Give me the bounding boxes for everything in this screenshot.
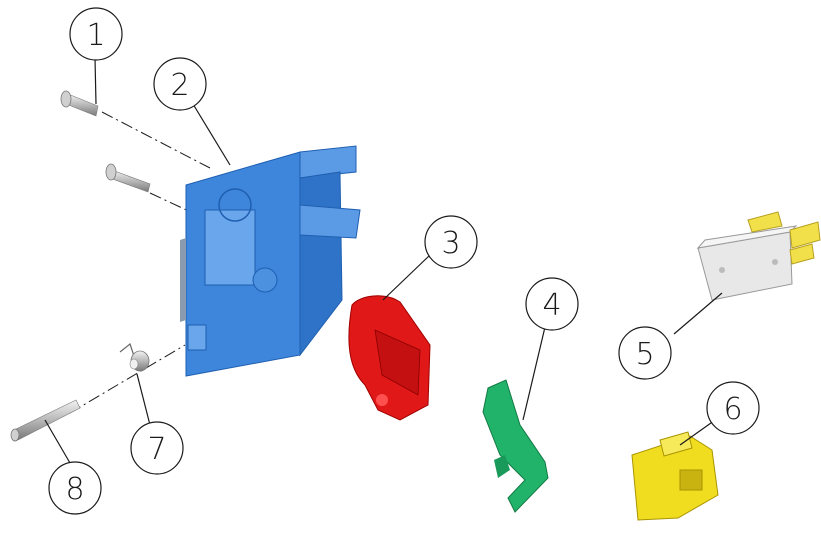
- callout-6: 6: [706, 381, 760, 435]
- callout-6-label: 6: [723, 392, 742, 427]
- part-5-microswitch: [696, 211, 821, 301]
- callout-5-label: 5: [635, 337, 654, 372]
- callout-4: 4: [525, 277, 579, 331]
- part-8-pin: [10, 399, 81, 442]
- part-1-screw: [60, 90, 99, 117]
- callout-4-label: 4: [542, 288, 561, 323]
- callout-2: 2: [153, 57, 207, 111]
- callout-3: 3: [424, 215, 478, 269]
- callout-7-label: 7: [147, 432, 166, 467]
- callout-5: 5: [618, 326, 672, 380]
- part-6-bracket: [631, 431, 719, 521]
- pin-axis: [69, 344, 186, 414]
- part-4-spring-arm: [482, 379, 549, 513]
- callout-8: 8: [48, 461, 102, 515]
- part-7-sleeve: [119, 342, 150, 372]
- callout-1-label: 1: [86, 18, 105, 53]
- part-3-lever: [348, 295, 431, 421]
- callout-1: 1: [69, 7, 123, 61]
- callout-3-label: 3: [441, 226, 460, 261]
- callout-8-label: 8: [65, 472, 84, 507]
- callout-7: 7: [130, 421, 184, 475]
- callout-2-label: 2: [170, 68, 189, 103]
- part-1-screw-lower: [105, 163, 151, 193]
- screw-1-axis: [101, 111, 211, 169]
- part-2-housing: [180, 145, 361, 377]
